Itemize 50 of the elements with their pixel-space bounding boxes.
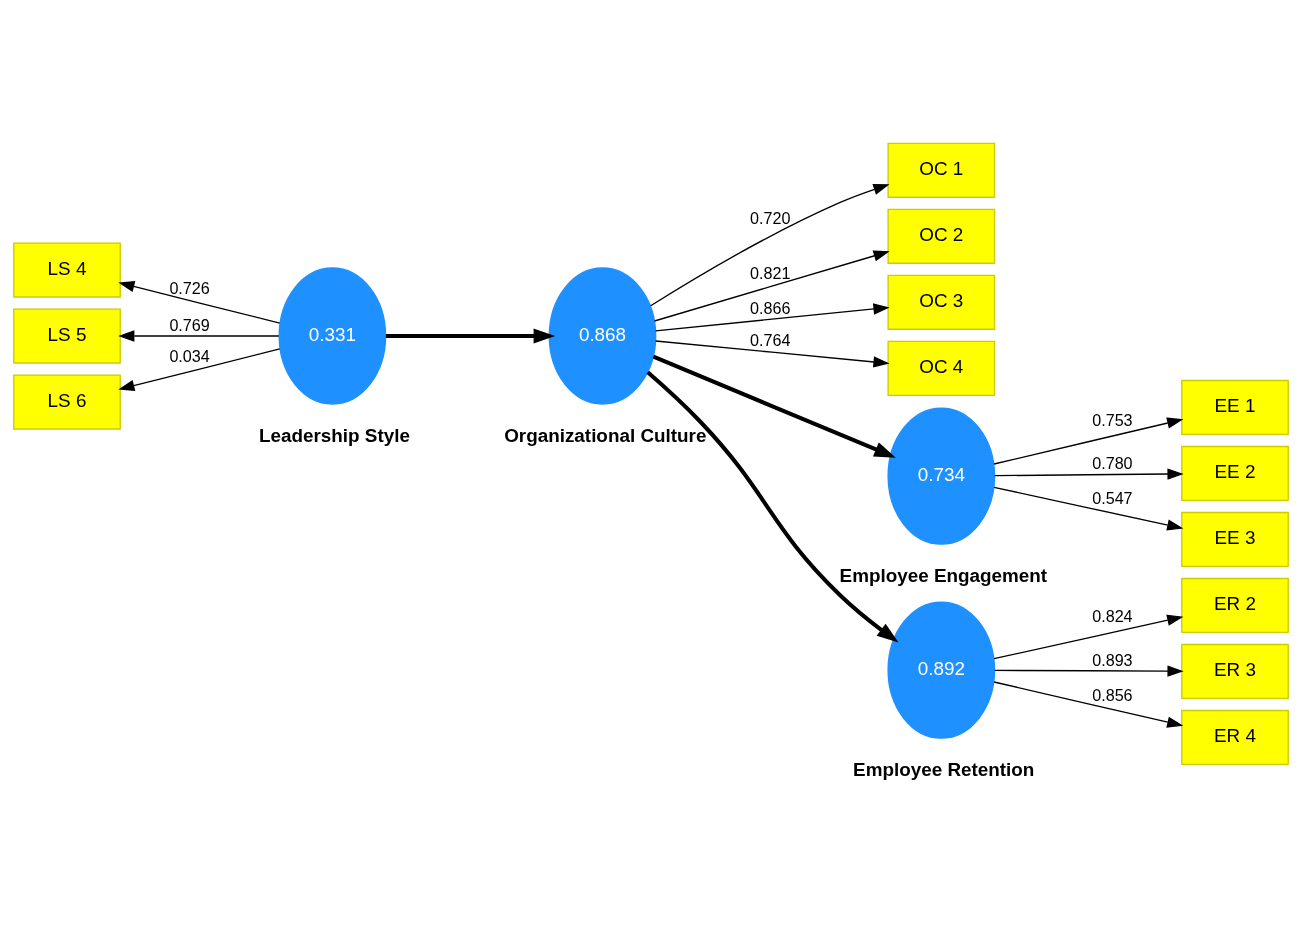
edge-label: 0.034 xyxy=(169,347,210,366)
arrow xyxy=(650,184,890,307)
edge-label: 0.726 xyxy=(169,278,210,297)
node-label: Employee Retention xyxy=(853,759,1035,781)
arrow xyxy=(654,303,890,332)
node-ellipse: 0.892 xyxy=(887,601,996,739)
node-box: OC 2 xyxy=(887,208,996,264)
arrow xyxy=(994,468,1184,480)
arrow xyxy=(993,417,1184,465)
edge-label: 0.856 xyxy=(1092,685,1133,704)
node-label: Leadership Style xyxy=(258,425,410,447)
arrow xyxy=(118,281,281,324)
node-ellipse: 0.868 xyxy=(548,267,657,405)
node-box: ER 3 xyxy=(1181,643,1289,700)
node-label: Organizational Culture xyxy=(504,425,707,447)
arrow xyxy=(993,614,1184,660)
edge-label: 0.547 xyxy=(1092,488,1133,507)
arrow xyxy=(118,348,281,392)
arrow xyxy=(653,250,890,322)
arrow xyxy=(646,370,899,643)
node-label: Employee Engagement xyxy=(839,565,1048,587)
node-box: EE 1 xyxy=(1181,379,1289,436)
node-box: LS 6 xyxy=(13,374,121,430)
node-ellipse: 0.331 xyxy=(278,267,387,405)
edge-label: 0.753 xyxy=(1092,410,1133,429)
node-box: LS 4 xyxy=(13,242,121,298)
node-box: ER 4 xyxy=(1181,709,1289,766)
node-box: EE 2 xyxy=(1181,445,1289,502)
node-box: LS 5 xyxy=(13,308,121,364)
edge-label: 0.866 xyxy=(750,298,791,317)
node-ellipse: 0.734 xyxy=(887,407,996,545)
node-box: OC 1 xyxy=(887,142,996,198)
edge-label: 0.720 xyxy=(750,208,791,227)
arrow xyxy=(652,354,896,458)
arrow xyxy=(654,340,890,368)
arrow xyxy=(993,486,1184,531)
node-box: EE 3 xyxy=(1181,511,1289,568)
arrow xyxy=(994,665,1184,677)
edge-label: 0.821 xyxy=(750,263,791,282)
arrow xyxy=(993,681,1184,728)
edge-label: 0.764 xyxy=(750,331,791,350)
edge-label: 0.893 xyxy=(1092,650,1133,669)
node-box: OC 4 xyxy=(887,340,996,396)
edge-label: 0.780 xyxy=(1092,453,1133,472)
node-box: ER 2 xyxy=(1181,577,1289,634)
edge-label: 0.769 xyxy=(169,316,210,335)
arrow xyxy=(385,328,556,344)
arrow xyxy=(118,330,280,342)
edge-label: 0.824 xyxy=(1092,607,1133,626)
node-box: OC 3 xyxy=(887,274,996,330)
